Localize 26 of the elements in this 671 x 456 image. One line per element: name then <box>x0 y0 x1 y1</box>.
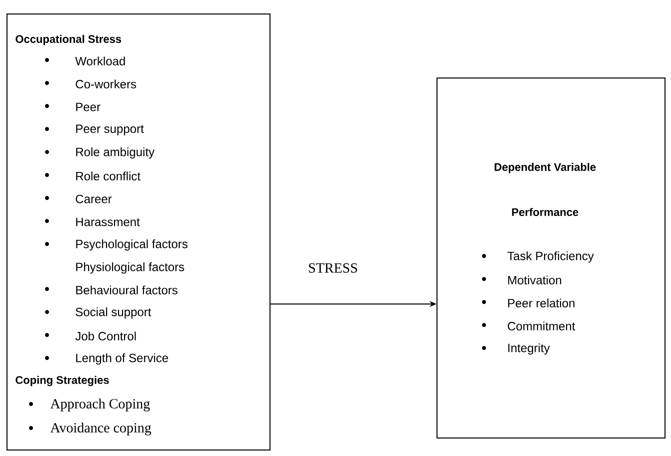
list-item: Harassment <box>45 218 140 226</box>
list-item: Role conflict <box>45 172 140 180</box>
list-item: Career <box>45 194 112 204</box>
list-item: Peer relation <box>482 298 574 308</box>
list-item: Peer <box>45 102 100 112</box>
list-item: Co-workers <box>45 80 136 88</box>
heading: Dependent Variable <box>494 162 596 174</box>
list-item: Integrity <box>482 343 550 355</box>
list-item: Task Proficiency <box>482 251 594 263</box>
list-item: Physiological factors <box>76 262 184 274</box>
list-item: Psychological factors <box>45 239 188 251</box>
edge-label: STRESS <box>309 263 358 273</box>
list-item: Motivation <box>482 276 562 284</box>
list-item: Approach Coping <box>29 398 150 412</box>
heading: Coping Strategies <box>16 376 109 386</box>
list-item: Avoidance coping <box>29 422 152 436</box>
list-item: Behavioural factors <box>45 286 178 294</box>
list-item: Workload <box>45 56 125 66</box>
list-item: Social support <box>45 307 152 319</box>
list-item: Length of Service <box>45 353 168 365</box>
heading: Performance <box>512 208 578 216</box>
list-item: Peer support <box>45 124 144 136</box>
list-item: Job Control <box>45 332 136 340</box>
list-item: Role ambiguity <box>45 147 155 159</box>
list-item: Commitment <box>482 322 576 330</box>
heading: Occupational Stress <box>16 34 122 46</box>
